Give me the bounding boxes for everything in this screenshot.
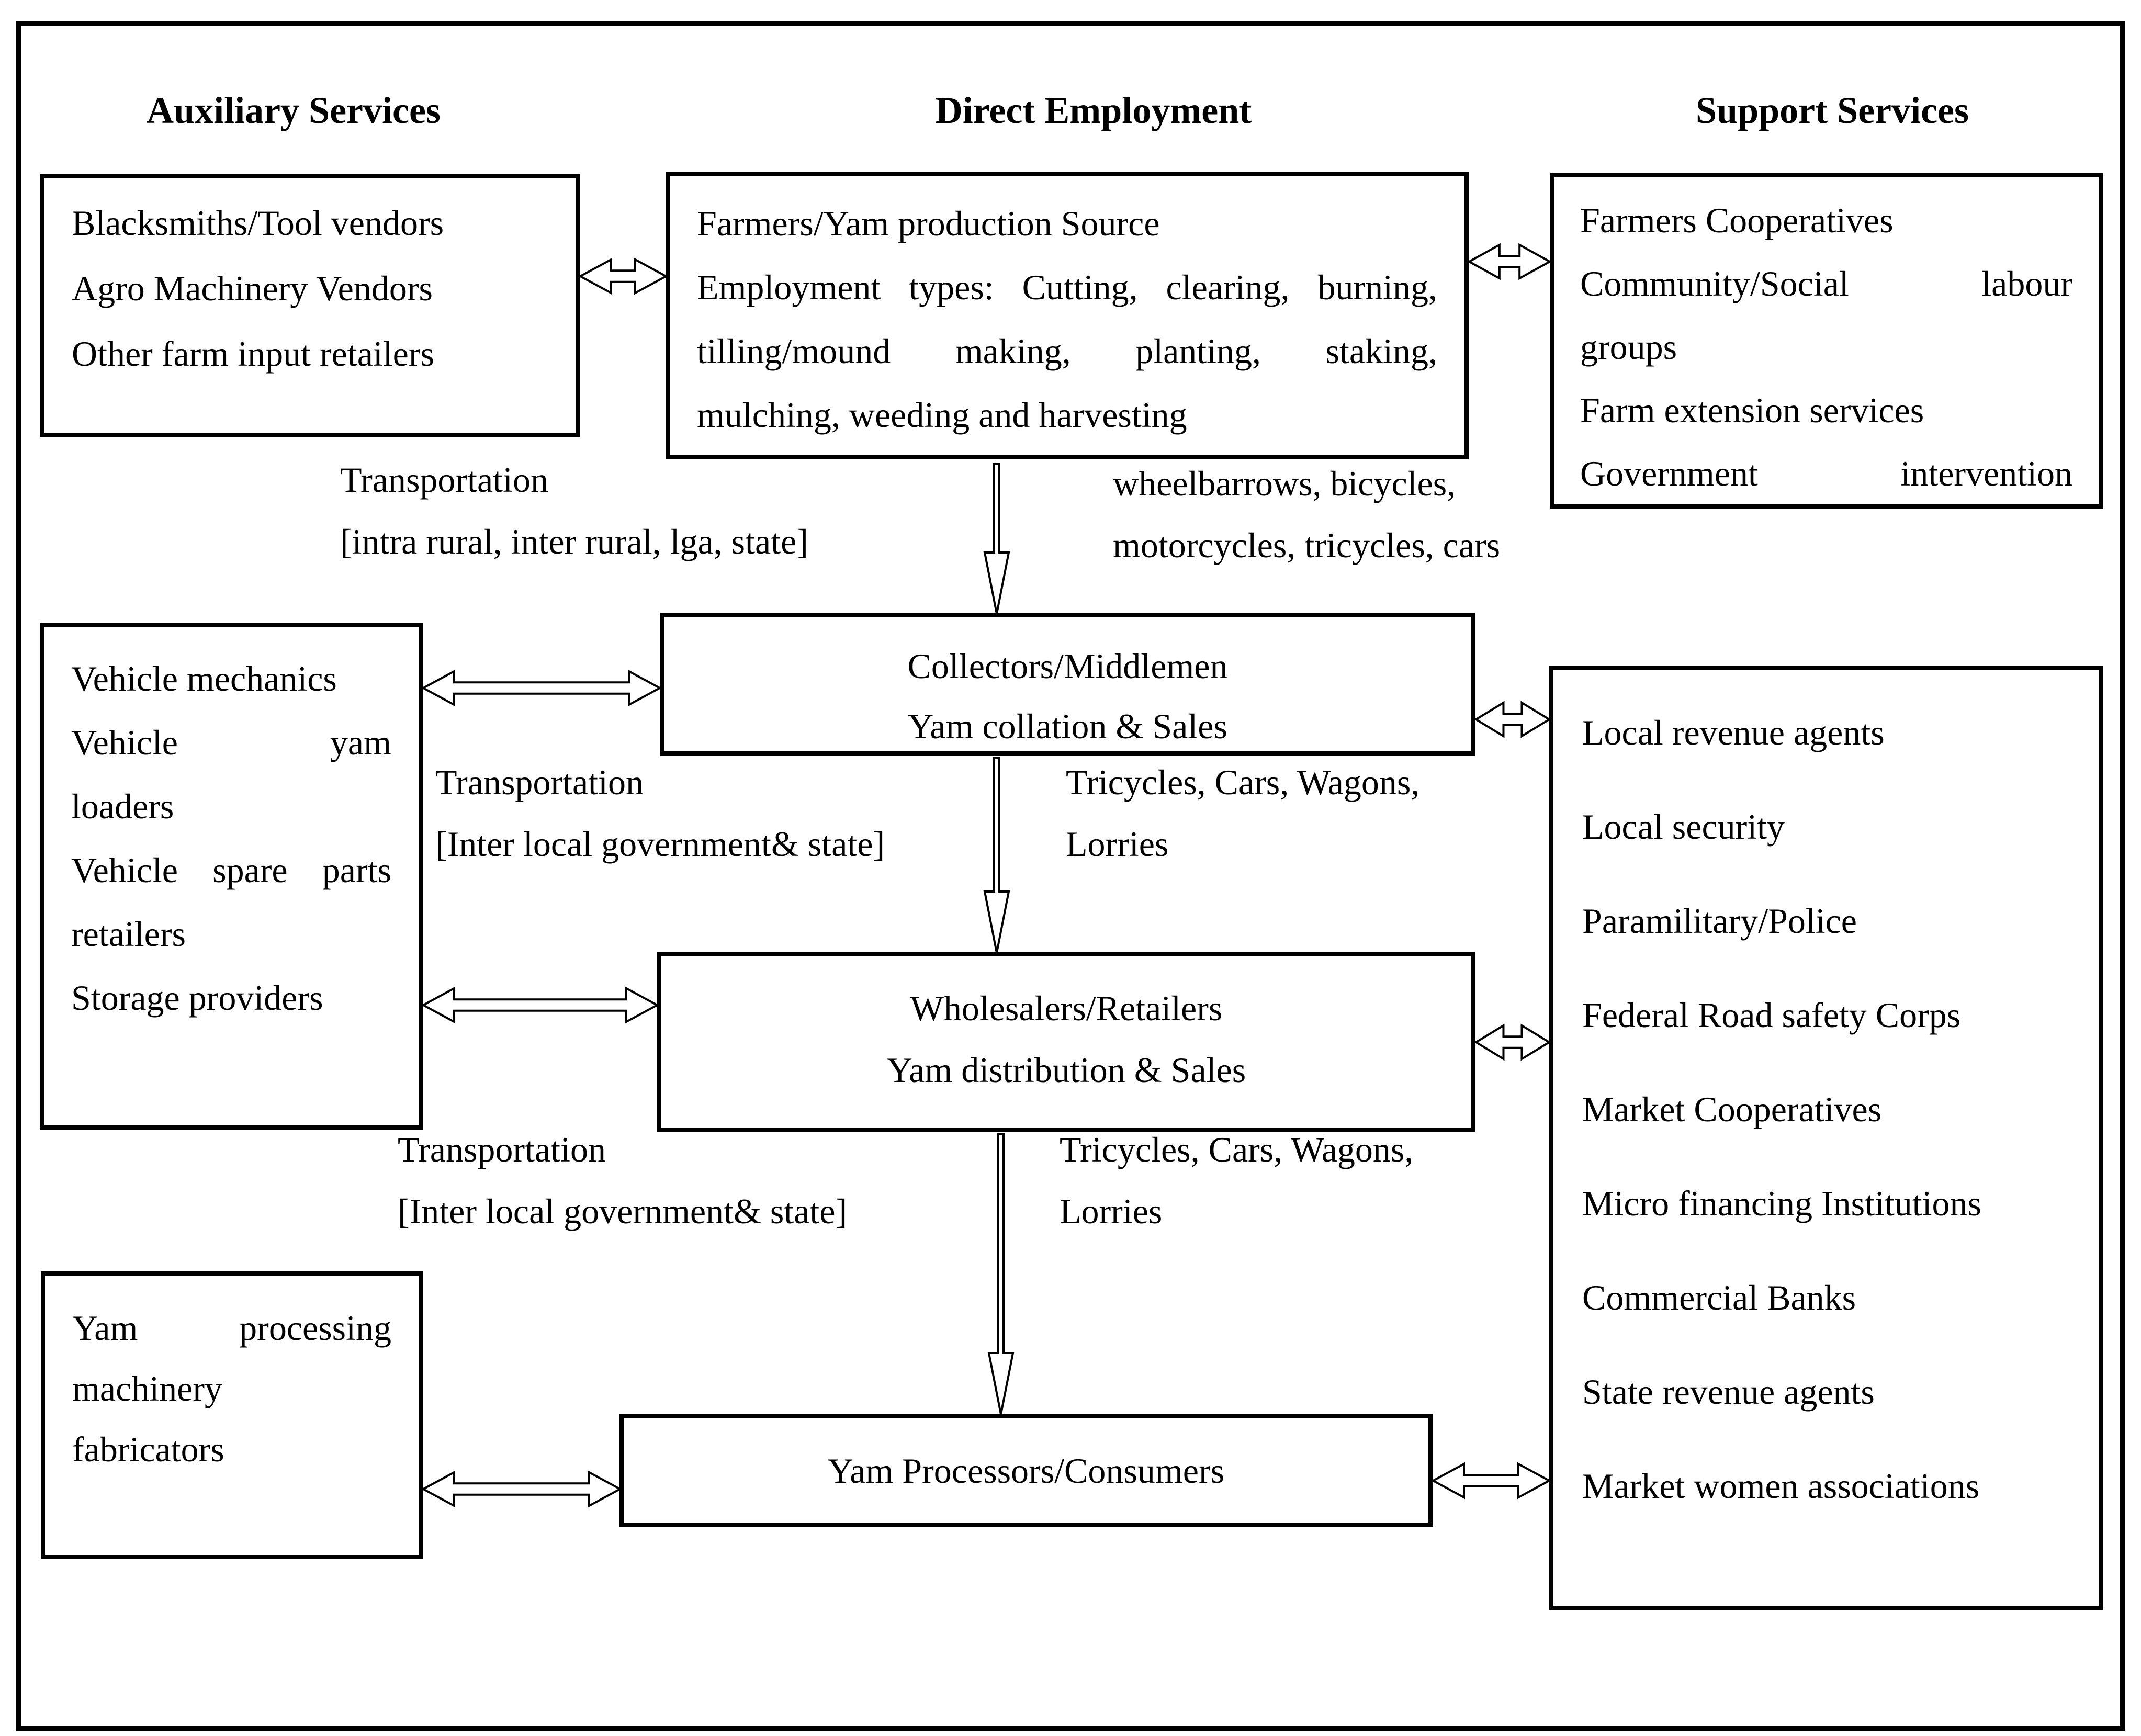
double-arrow-farmers-support [1467,243,1552,280]
double-arrow-vehicle-wholesalers [421,986,660,1024]
label-vehicles-3: Tricycles, Cars, Wagons, Lorries [1060,1119,1413,1242]
label-line: Transportation [340,460,548,500]
double-arrow-aux-farmers [578,257,669,295]
label-line: Lorries [1060,1191,1163,1231]
label-line: motorcycles, tricycles, cars [1113,525,1501,565]
label-line: [intra rural, inter rural, lga, state] [340,522,808,561]
box-line: loaders [71,786,174,826]
double-arrow-processors-support [1430,1462,1552,1500]
down-arrow-collectors-wholesalers [983,757,1010,953]
box-line: groups [1580,327,1677,367]
double-arrow-vehicle-collectors [421,669,662,707]
box-collectors-middlemen: Collectors/Middlemen Yam collation & Sal… [660,613,1475,756]
header-auxiliary-services: Auxiliary Services [147,89,441,131]
label-vehicles-2: Tricycles, Cars, Wagons, Lorries [1066,751,1419,875]
label-vehicles-1: wheelbarrows, bicycles, motorcycles, tri… [1113,453,1500,576]
double-arrow-wholesalers-support [1474,1023,1551,1061]
box-line: Vehicle mechanics [71,659,337,698]
box-line: Paramilitary/Police [1582,901,1857,941]
box-farmers-production: Farmers/Yam production Source Employment… [666,172,1469,459]
box-line: Market Cooperatives [1582,1089,1882,1129]
header-direct-employment: Direct Employment [935,89,1252,131]
box-line: Blacksmiths/Tool vendors [72,203,444,243]
box-yam-processors-consumers: Yam Processors/Consumers [619,1414,1433,1527]
box-wholesalers-retailers: Wholesalers/Retailers Yam distribution &… [657,952,1475,1132]
label-transportation-2: Transportation [Inter local government& … [435,751,885,875]
label-transportation-3: Transportation [Inter local government& … [398,1119,847,1242]
box-line: Market women associations [1582,1466,1980,1506]
label-line: Tricycles, Cars, Wagons, [1066,762,1420,802]
box-line: Farmers Cooperatives [1580,200,1894,240]
label-line: [Inter local government& state] [398,1191,848,1231]
down-arrow-farmers-collectors [983,463,1010,614]
box-line: mulching, weeding and harvesting [697,395,1187,435]
box-line: Wholesalers/Retailers [910,988,1223,1028]
box-line: State revenue agents [1582,1372,1875,1412]
label-line: wheelbarrows, bicycles, [1113,464,1456,503]
double-arrow-collectors-support [1474,701,1551,738]
box-line: Micro financing Institutions [1582,1183,1982,1223]
box-line: Other farm input retailers [72,334,434,374]
box-line: Local security [1582,807,1785,847]
box-auxiliary-inputs: Blacksmiths/Tool vendors Agro Machinery … [40,174,580,437]
box-line: Collectors/Middlemen [907,646,1228,686]
header-support-services: Support Services [1696,89,1969,131]
box-line: Farm extension services [1580,390,1924,430]
box-line: Storage providers [71,978,323,1018]
label-line: Lorries [1066,824,1169,864]
label-line: Tricycles, Cars, Wagons, [1060,1130,1414,1169]
label-transportation-1: Transportation [intra rural, inter rural… [340,449,808,572]
box-line: Federal Road safety Corps [1582,995,1961,1035]
box-line: Yam Processors/Consumers [827,1450,1225,1491]
box-line: Local revenue agents [1582,713,1885,752]
outer-border [16,21,2125,1731]
box-line: Agro Machinery Vendors [72,268,433,308]
box-line: fabricators [72,1429,224,1469]
box-line: Yam distribution & Sales [886,1050,1246,1090]
label-line: Transportation [398,1130,606,1169]
double-arrow-machinery-processors [421,1470,623,1508]
box-line: retailers [71,914,186,954]
box-support-lower: Local revenue agents Local security Para… [1549,666,2103,1610]
label-line: Transportation [435,762,644,802]
box-line: Farmers/Yam production Source [697,204,1160,243]
box-line: Yam collation & Sales [908,706,1227,746]
box-line: Commercial Banks [1582,1278,1856,1317]
down-arrow-wholesalers-processors [987,1133,1015,1415]
box-line: machinery [72,1369,222,1408]
label-line: [Inter local government& state] [435,824,885,864]
